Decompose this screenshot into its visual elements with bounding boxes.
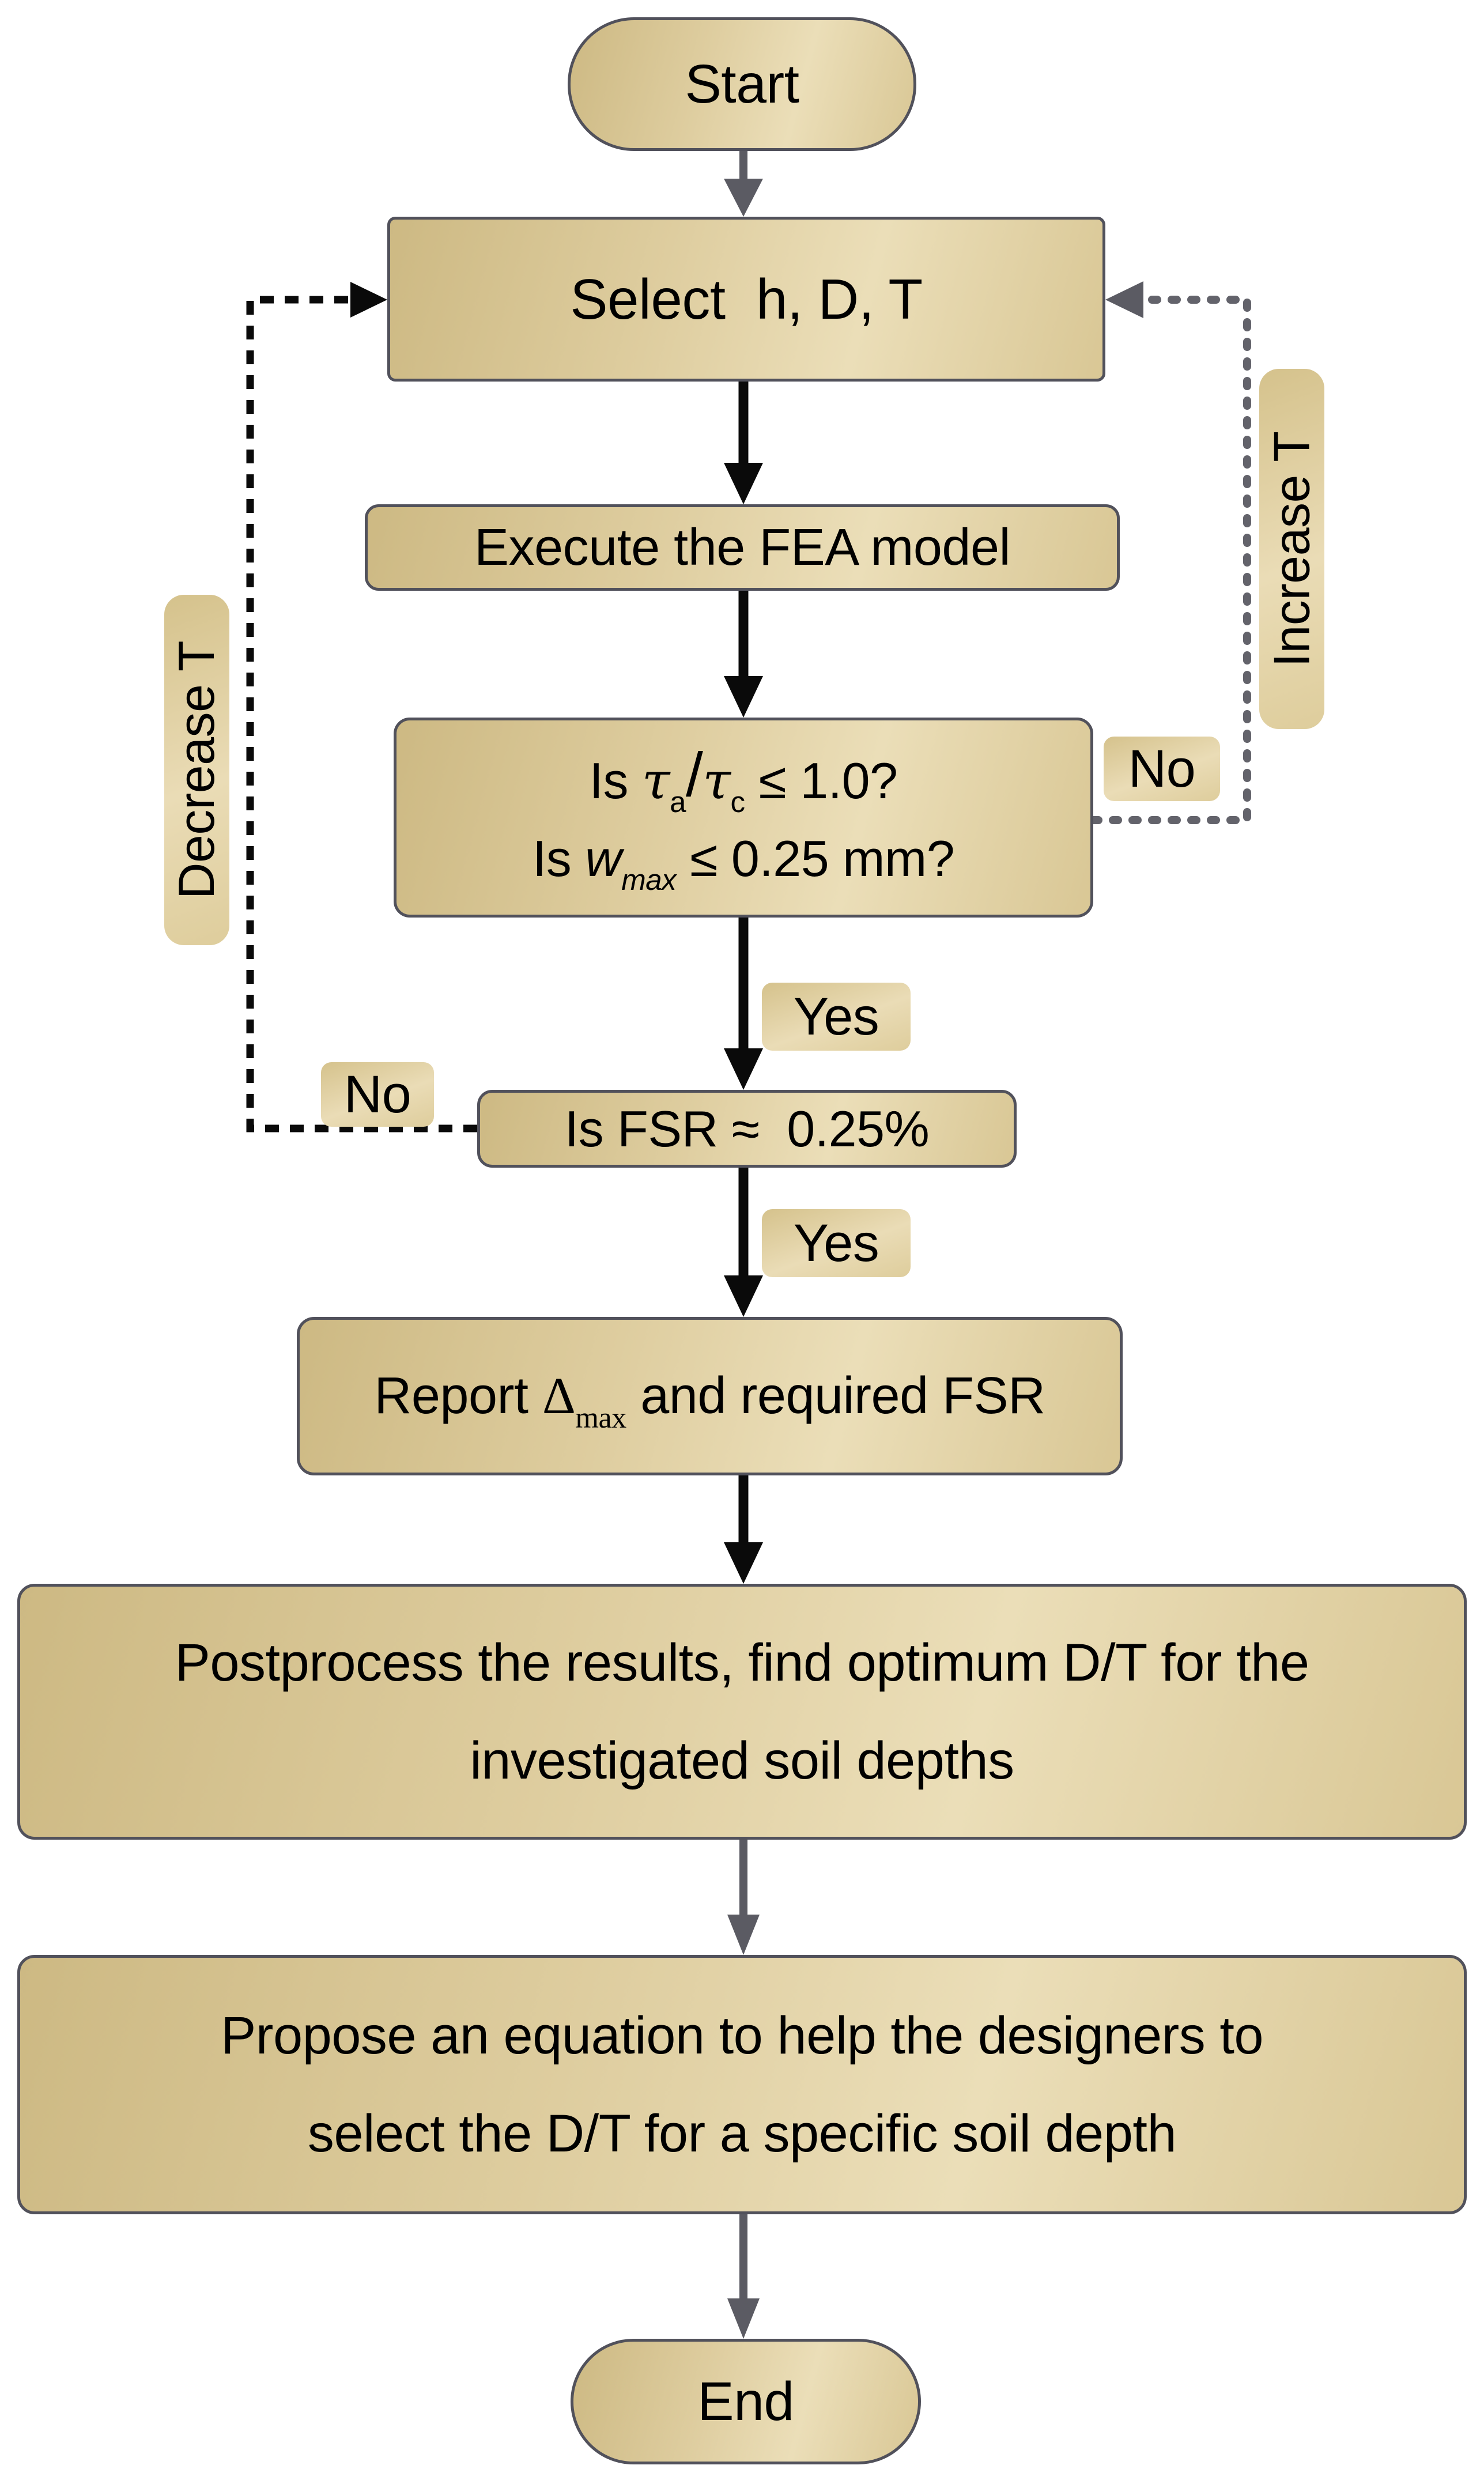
node-propose-equation: Propose an equation to help the designer…	[17, 1955, 1467, 2214]
label-yes-decision: Yes	[762, 983, 911, 1051]
node-decision-fsr-label: Is FSR ≈ 0.25%	[564, 1100, 930, 1157]
decision-line-1: Is τa/τc ≤ 1.0?	[589, 740, 898, 819]
dotted-loop-increase-t-head	[1105, 281, 1143, 318]
node-end: End	[571, 2339, 921, 2464]
node-start-label: Start	[685, 53, 799, 115]
delta-max-symbol: Δ	[542, 1368, 576, 1425]
node-select-hdt-label: Select h, D, T	[570, 267, 923, 331]
node-postprocess-line-1: Postprocess the results, find optimum D/…	[175, 1633, 1309, 1692]
node-report: Report Δmax and required FSR	[297, 1317, 1123, 1475]
node-start: Start	[568, 17, 916, 151]
arrow-postprocess-propose-head	[727, 1915, 760, 1955]
arrow-select-execute-head	[724, 463, 763, 504]
arrow-decision-fsr-head	[724, 1048, 763, 1090]
arrow-execute-decision-head	[724, 676, 763, 718]
decision-line-2: Is wmax ≤ 0.25 mm?	[532, 829, 955, 897]
tau-a-symbol: τ	[641, 750, 670, 810]
node-propose-line-2: select the D/T for a specific soil depth	[307, 2104, 1177, 2163]
node-postprocess-line-2: investigated soil depths	[470, 1731, 1014, 1790]
node-report-label: Report Δmax and required FSR	[374, 1367, 1045, 1435]
dashed-loop-decrease-t-head	[350, 282, 387, 318]
tau-c-symbol: τ	[703, 750, 731, 810]
dotted-loop-increase-t	[1089, 296, 1251, 824]
node-decision-stress-crack: Is τa/τc ≤ 1.0? Is wmax ≤ 0.25 mm?	[394, 718, 1093, 918]
label-no-decision: No	[1104, 737, 1220, 801]
w-max-symbol: w	[585, 829, 622, 887]
arrow-propose-end-head	[727, 2298, 760, 2339]
node-select-hdt: Select h, D, T	[387, 217, 1105, 382]
node-decision-fsr: Is FSR ≈ 0.25%	[477, 1090, 1017, 1168]
label-increase-t: Increase T	[1259, 369, 1324, 729]
node-execute-fea-label: Execute the FEA model	[474, 518, 1011, 576]
label-yes-fsr: Yes	[762, 1209, 911, 1277]
arrow-fsr-report-head	[724, 1275, 763, 1317]
label-no-fsr: No	[321, 1062, 434, 1127]
arrow-start-select-head	[724, 179, 763, 217]
node-postprocess: Postprocess the results, find optimum D/…	[17, 1584, 1467, 1840]
arrow-report-postprocess-head	[724, 1542, 763, 1584]
node-execute-fea: Execute the FEA model	[365, 504, 1120, 591]
dashed-loop-decrease-t	[246, 296, 477, 1132]
node-end-label: End	[697, 2370, 794, 2432]
label-decrease-t: Decrease T	[164, 595, 229, 945]
node-propose-line-1: Propose an equation to help the designer…	[220, 2006, 1264, 2065]
